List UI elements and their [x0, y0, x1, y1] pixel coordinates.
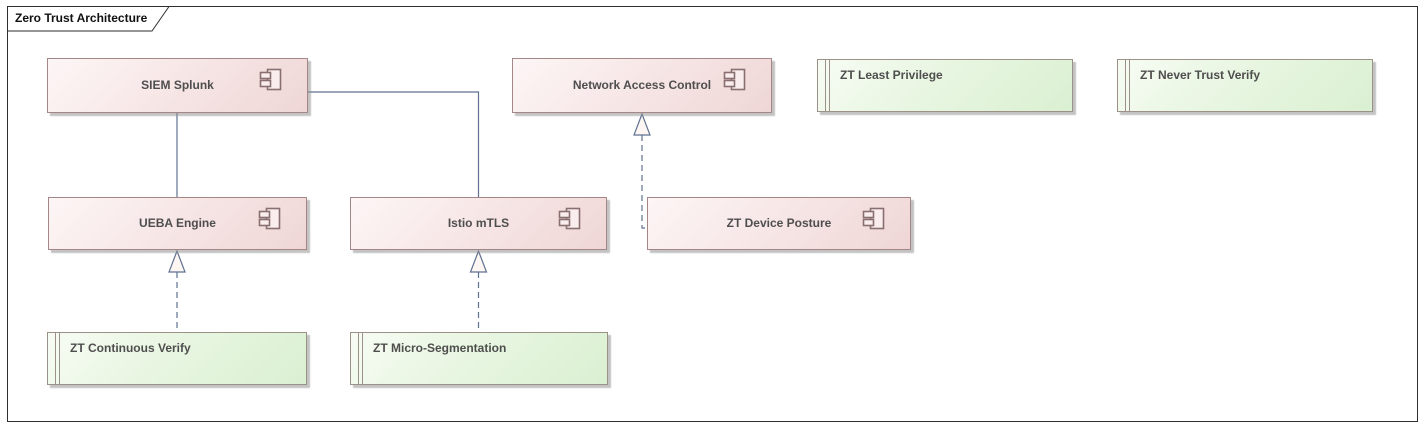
requirement-zt-continuous-verify[interactable]: ZT Continuous Verify — [47, 332, 307, 385]
component-icon — [862, 207, 885, 230]
node-label: ZT Never Trust Verify — [1140, 68, 1261, 82]
node-label: ZT Micro-Segmentation — [373, 341, 507, 355]
node-label: SIEM Splunk — [141, 77, 214, 92]
component-network-access-control[interactable]: Network Access Control — [512, 58, 772, 113]
component-zt-device-posture[interactable]: ZT Device Posture — [647, 197, 911, 250]
requirement-zt-least-privilege[interactable]: ZT Least Privilege — [817, 59, 1073, 112]
requirement-bar — [825, 60, 826, 111]
requirement-bar — [358, 333, 359, 384]
component-ueba-engine[interactable]: UEBA Engine — [48, 197, 307, 250]
requirement-bar — [55, 333, 56, 384]
requirement-bar — [829, 60, 830, 111]
component-icon — [723, 68, 746, 91]
component-icon — [558, 207, 581, 230]
node-label: Network Access Control — [572, 77, 712, 92]
component-istio-mtls[interactable]: Istio mTLS — [350, 197, 607, 250]
node-label: ZT Continuous Verify — [70, 341, 191, 355]
node-label: UEBA Engine — [139, 215, 216, 230]
frame-title-tab: Zero Trust Architecture — [7, 6, 170, 32]
component-icon — [258, 207, 281, 230]
requirement-zt-never-trust-verify[interactable]: ZT Never Trust Verify — [1117, 59, 1373, 112]
node-label: Istio mTLS — [447, 215, 510, 230]
diagram-title: Zero Trust Architecture — [15, 11, 148, 25]
node-label: ZT Least Privilege — [840, 68, 943, 82]
requirement-bar — [1125, 60, 1126, 111]
requirement-zt-micro-segmentation[interactable]: ZT Micro-Segmentation — [350, 332, 608, 385]
component-siem-splunk[interactable]: SIEM Splunk — [47, 58, 308, 113]
frame-tab-shape — [7, 6, 170, 32]
requirement-bar — [59, 333, 60, 384]
node-label: ZT Device Posture — [726, 215, 832, 230]
requirement-bar — [362, 333, 363, 384]
connector-siem-istio[interactable] — [308, 91, 480, 197]
requirement-bar — [1129, 60, 1130, 111]
component-icon — [259, 68, 282, 91]
